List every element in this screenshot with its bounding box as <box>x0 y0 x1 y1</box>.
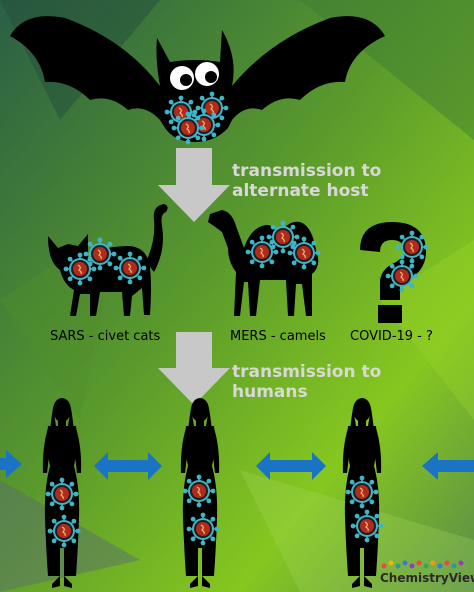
brand-name: ChemistryViews <box>380 571 474 585</box>
bat-icon <box>10 16 385 143</box>
arrow-down-to-humans <box>158 332 230 405</box>
arrow-down-to-host <box>158 148 230 222</box>
chemistryviews-logo: ChemistryViews <box>380 560 474 585</box>
host-label-mers: MERS - camels <box>230 329 326 344</box>
step-label-host-line2: alternate host <box>232 181 369 201</box>
step-label-humans-line1: transmission to <box>232 362 381 382</box>
host-label-covid: COVID-19 - ? <box>350 329 433 344</box>
host-label-sars: SARS - civet cats <box>50 329 161 344</box>
step-label-host-line1: transmission to <box>232 161 381 181</box>
arrow-double-left <box>94 452 162 480</box>
step-label-humans-line2: humans <box>232 382 308 402</box>
civet-cat-icon <box>48 204 168 316</box>
arrow-left-edge-right <box>422 452 474 480</box>
arrow-double-right <box>256 452 326 480</box>
arrow-right-edge-left <box>0 450 22 478</box>
